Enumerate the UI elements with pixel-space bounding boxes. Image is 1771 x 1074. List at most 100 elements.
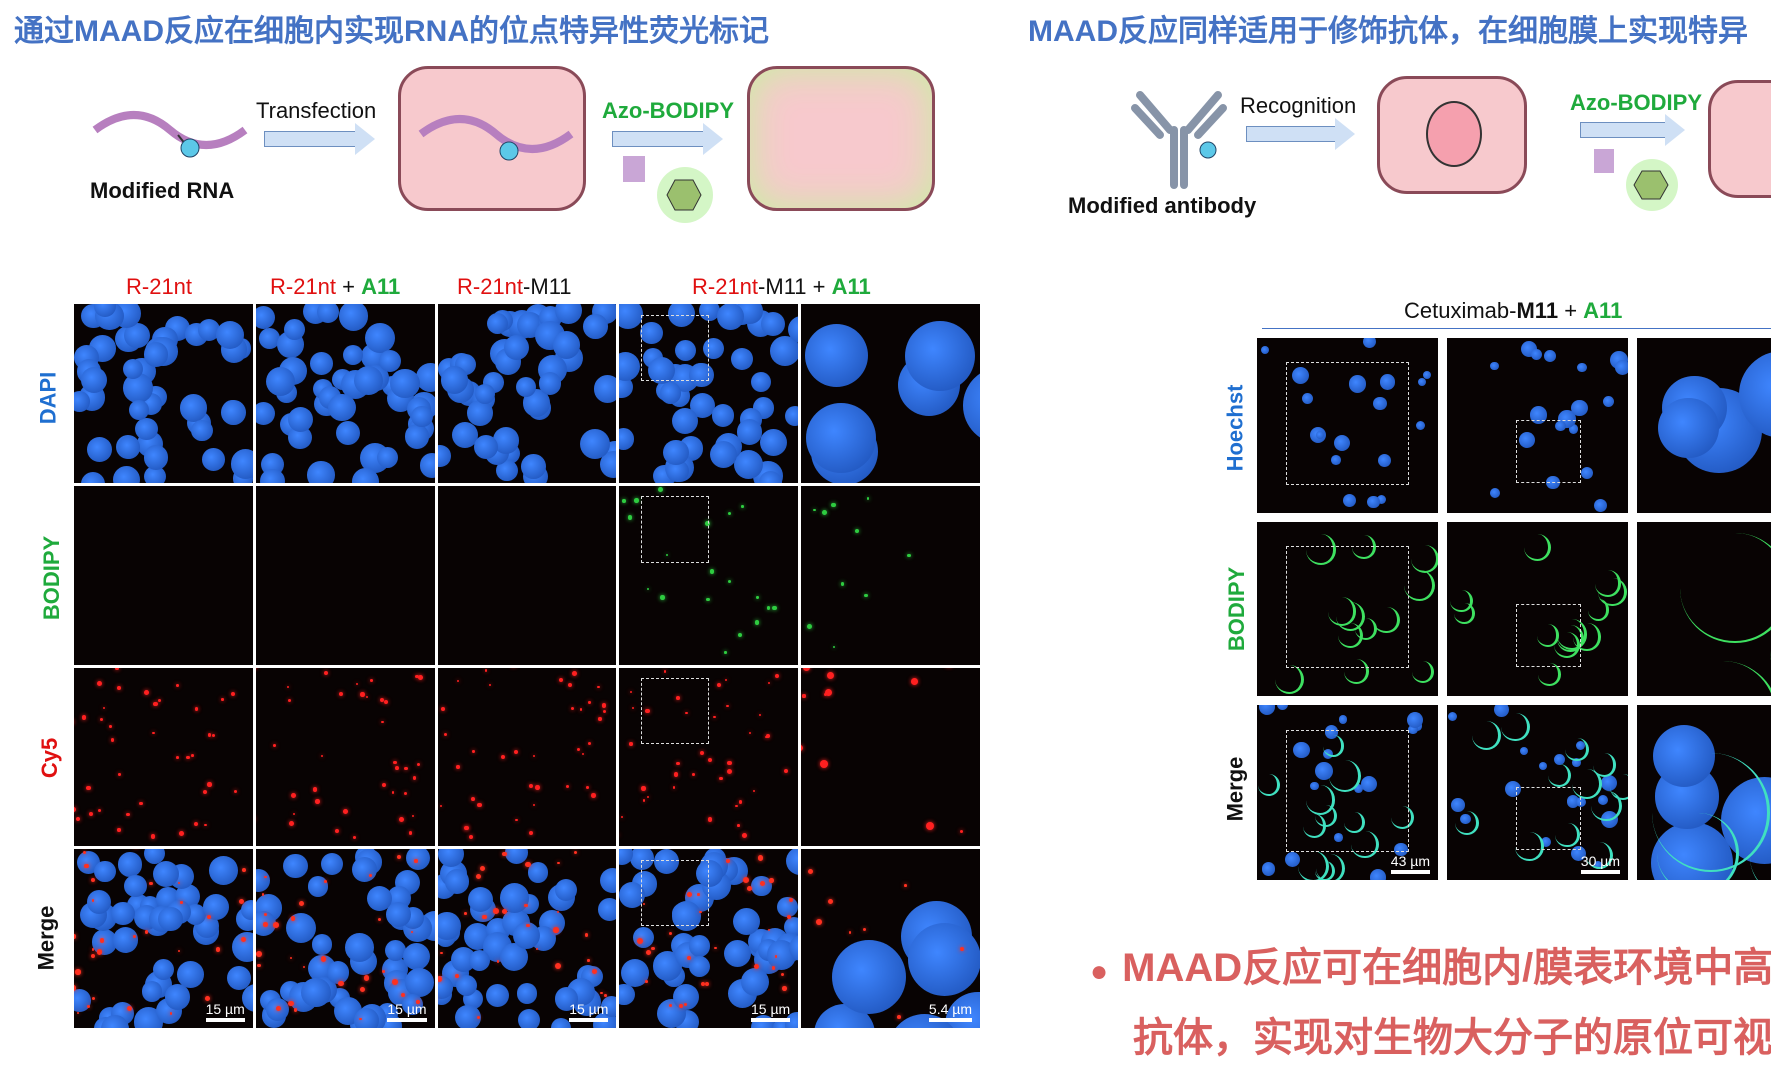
- micrograph-feature: [713, 715, 717, 719]
- micrograph-feature: [404, 424, 430, 449]
- micrograph-feature: [782, 986, 787, 992]
- micrograph-feature: [553, 927, 559, 933]
- micrograph-panel: [437, 667, 617, 847]
- micrograph-feature: [456, 679, 460, 683]
- micrograph-feature: [1343, 494, 1357, 508]
- micrograph-feature: [303, 966, 306, 969]
- micrograph-feature: [577, 748, 581, 752]
- micrograph-feature: [472, 750, 475, 753]
- micrograph-feature: [660, 595, 665, 600]
- micrograph-panel: [619, 667, 799, 847]
- scale-bar-label: 15 µm: [750, 1001, 791, 1017]
- zoom-region-box: [1515, 603, 1581, 667]
- micrograph-feature: [1529, 406, 1548, 424]
- micrograph-feature: [405, 849, 431, 870]
- micrograph-feature: [705, 982, 709, 987]
- micrograph-feature: [473, 434, 499, 460]
- micrograph-feature: [287, 407, 313, 433]
- micrograph-panel: [255, 667, 435, 847]
- micrograph-feature: [496, 459, 518, 482]
- micrograph-feature: [526, 923, 531, 928]
- micrograph-feature: [74, 807, 76, 813]
- micrograph-feature: [527, 862, 549, 883]
- micrograph-feature: [716, 682, 721, 687]
- micrograph-feature: [1354, 617, 1377, 640]
- scale-bar: 43 µm: [1390, 853, 1430, 874]
- micrograph-feature: [619, 304, 643, 330]
- micrograph-feature: [554, 987, 579, 1011]
- micrograph-feature: [143, 444, 169, 470]
- micrograph-feature: [1609, 774, 1628, 801]
- micrograph-feature: [1454, 602, 1476, 624]
- micrograph-feature: [293, 813, 296, 816]
- micrograph-feature: [175, 755, 179, 759]
- micrograph-feature: [768, 929, 771, 932]
- micrograph-feature: [145, 930, 149, 934]
- micrograph-panel: [255, 304, 435, 483]
- micrograph-feature: [87, 1005, 91, 1009]
- micrograph-feature: [480, 865, 486, 872]
- micrograph-feature: [525, 861, 531, 867]
- micrograph-feature: [645, 708, 650, 714]
- micrograph-feature: [1379, 374, 1395, 390]
- micrograph-feature: [443, 733, 447, 737]
- micrograph-feature: [1373, 606, 1400, 633]
- micrograph-feature: [100, 717, 104, 721]
- arrow-icon: [1580, 114, 1685, 146]
- micrograph-feature: [666, 459, 689, 483]
- micrograph-feature: [489, 684, 492, 687]
- micrograph-feature: [126, 1005, 133, 1012]
- micrograph-feature: [803, 667, 810, 671]
- micrograph-feature: [555, 963, 562, 970]
- micrograph-feature: [484, 669, 488, 672]
- micrograph-feature: [600, 991, 603, 995]
- micrograph-feature: [76, 1011, 79, 1014]
- bullet-icon: ●: [1090, 955, 1109, 988]
- micrograph-feature: [1587, 598, 1610, 621]
- micrograph-feature: [129, 399, 150, 420]
- micrograph-feature: [700, 981, 705, 986]
- micrograph-feature: [1362, 338, 1376, 348]
- micrograph-feature: [685, 711, 688, 715]
- header-part: +: [1558, 298, 1584, 323]
- col-header-part: A11: [361, 274, 401, 299]
- micrograph-feature: [464, 826, 469, 830]
- micrograph-feature: [647, 356, 676, 385]
- micrograph-feature: [203, 790, 208, 795]
- micrograph-feature: [741, 505, 744, 508]
- micrograph-feature: [323, 670, 329, 676]
- micrograph-feature: [354, 1008, 379, 1028]
- micrograph-feature: [152, 958, 174, 980]
- scale-bar: 15 µm: [387, 1001, 427, 1022]
- micrograph-feature: [1580, 467, 1593, 480]
- micrograph-feature: [1344, 812, 1366, 834]
- micrograph-feature: [783, 768, 788, 774]
- micrograph-feature: [177, 960, 205, 988]
- micrograph-feature: [769, 878, 774, 883]
- zoom-region-box: [1285, 546, 1410, 669]
- micrograph-feature: [597, 897, 617, 921]
- left-title: 通过MAAD反应在细胞内实现RNA的位点特异性荧光标记: [14, 15, 769, 48]
- micrograph-feature: [477, 802, 482, 807]
- cell-icon: [1377, 76, 1527, 194]
- micrograph-feature: [1298, 850, 1330, 880]
- row-label-hoechst: Hoechst: [1222, 384, 1248, 472]
- micrograph-feature: [586, 786, 589, 789]
- col-header: R-21nt: [692, 274, 759, 299]
- micrograph-feature: [788, 934, 799, 961]
- micrograph-feature: [786, 849, 799, 876]
- micrograph-feature: [437, 849, 464, 868]
- micrograph-feature: [241, 899, 253, 920]
- micrograph-feature: [74, 934, 76, 939]
- micrograph-feature: [143, 342, 169, 367]
- micrograph-feature: [437, 912, 461, 940]
- micrograph-feature: [110, 901, 135, 926]
- micrograph-feature: [765, 735, 768, 739]
- zoom-region-box: [1515, 420, 1581, 483]
- micrograph-feature: [238, 899, 244, 905]
- micrograph-feature: [657, 487, 663, 493]
- micrograph-feature: [418, 674, 423, 680]
- micrograph-feature: [592, 968, 598, 974]
- micrograph-feature: [911, 677, 918, 685]
- micrograph-feature: [76, 850, 100, 874]
